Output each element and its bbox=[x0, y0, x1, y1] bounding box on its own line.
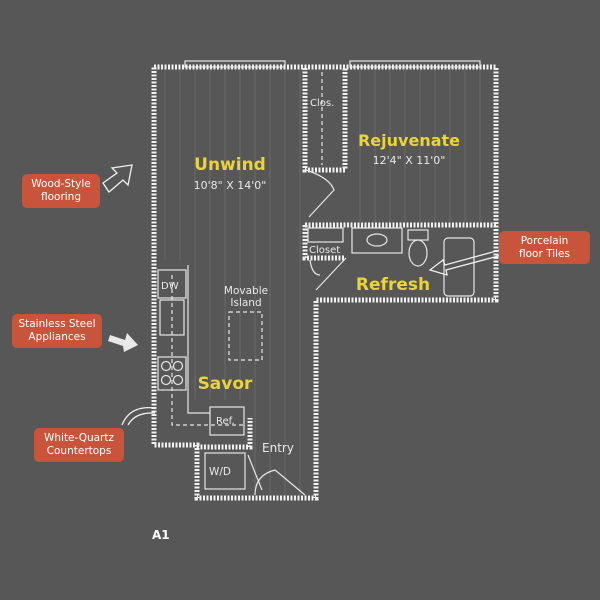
island-label-2: Island bbox=[230, 297, 261, 309]
callout-quartz-countertops: White-Quartz Countertops bbox=[34, 428, 124, 462]
bedroom-door bbox=[305, 169, 335, 218]
bathroom-name: Refresh bbox=[356, 275, 430, 295]
dishwasher-label: DW bbox=[161, 281, 179, 292]
movable-island bbox=[228, 311, 263, 361]
callout-text: floor Tiles bbox=[519, 247, 570, 260]
vanity bbox=[351, 227, 403, 254]
closet-label: Clos. bbox=[310, 98, 334, 109]
callout-text: Appliances bbox=[28, 331, 86, 343]
bathtub bbox=[443, 237, 475, 297]
entry-label: Entry bbox=[262, 441, 294, 455]
entry-door bbox=[254, 469, 306, 496]
arrow-icon bbox=[428, 249, 503, 276]
exterior-walls bbox=[151, 64, 499, 501]
callout-text: Wood-Style bbox=[31, 178, 91, 190]
windows bbox=[184, 60, 481, 68]
callout-porcelain-tiles: Porcelain floor Tiles bbox=[499, 231, 590, 264]
callout-text: flooring bbox=[40, 191, 82, 203]
washer-dryer bbox=[204, 452, 246, 490]
washer-dryer-label: W/D bbox=[209, 466, 231, 478]
callout-text: Stainless Steel bbox=[18, 318, 96, 330]
counter-line bbox=[171, 275, 243, 426]
counter-edge bbox=[187, 265, 210, 414]
island-label-1: Movable bbox=[224, 285, 268, 297]
toilet-bowl bbox=[408, 239, 428, 267]
laundry-wall bbox=[197, 418, 253, 450]
callout-wood-flooring: Wood-Style flooring bbox=[22, 174, 100, 208]
bedroom-wall bbox=[302, 222, 496, 261]
wood-flooring bbox=[164, 70, 481, 495]
arrow-icon bbox=[102, 164, 133, 193]
arrow-icon bbox=[108, 333, 138, 352]
callout-text: White-Quartz bbox=[43, 432, 114, 444]
arrow-icon bbox=[121, 406, 156, 426]
toilet-tank bbox=[407, 229, 429, 241]
callout-stainless-appliances: Stainless Steel Appliances bbox=[12, 314, 102, 348]
closet-hall-label: Closet bbox=[309, 245, 340, 256]
living-room-dims: 10'8" X 14'0" bbox=[194, 179, 267, 192]
unit-name: A1 bbox=[152, 528, 170, 542]
bedroom-closet-wall bbox=[302, 68, 348, 173]
bedroom-dims: 12'4" X 11'0" bbox=[373, 154, 446, 167]
refrigerator bbox=[209, 406, 245, 436]
callout-text: Countertops bbox=[46, 445, 112, 457]
sink bbox=[366, 233, 388, 247]
fridge-label: Ref. bbox=[216, 416, 235, 427]
laundry-door bbox=[247, 454, 263, 491]
living-room-name: Unwind bbox=[194, 155, 266, 175]
kitchen-name: Savor bbox=[198, 374, 253, 394]
bedroom-name: Rejuvenate bbox=[358, 131, 460, 150]
bathroom-door bbox=[309, 257, 347, 291]
closet-shelf bbox=[307, 227, 344, 243]
callout-text: Porcelain bbox=[520, 234, 569, 247]
